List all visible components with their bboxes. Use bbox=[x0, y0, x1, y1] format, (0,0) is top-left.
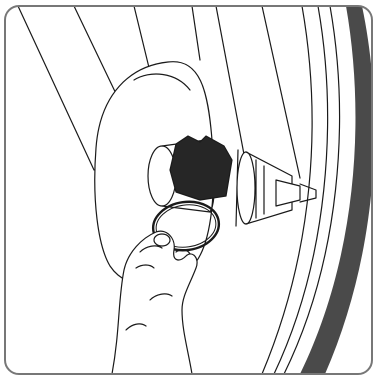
rubber-band-icon bbox=[151, 200, 221, 252]
fork-leg bbox=[215, 6, 301, 179]
speed-sensor-icon bbox=[169, 135, 233, 201]
hand-holding-band-icon bbox=[111, 230, 198, 374]
rounded-frame-icon bbox=[4, 5, 373, 375]
bicycle-wheel-icon bbox=[261, 6, 372, 374]
spoke-lines bbox=[17, 6, 201, 171]
